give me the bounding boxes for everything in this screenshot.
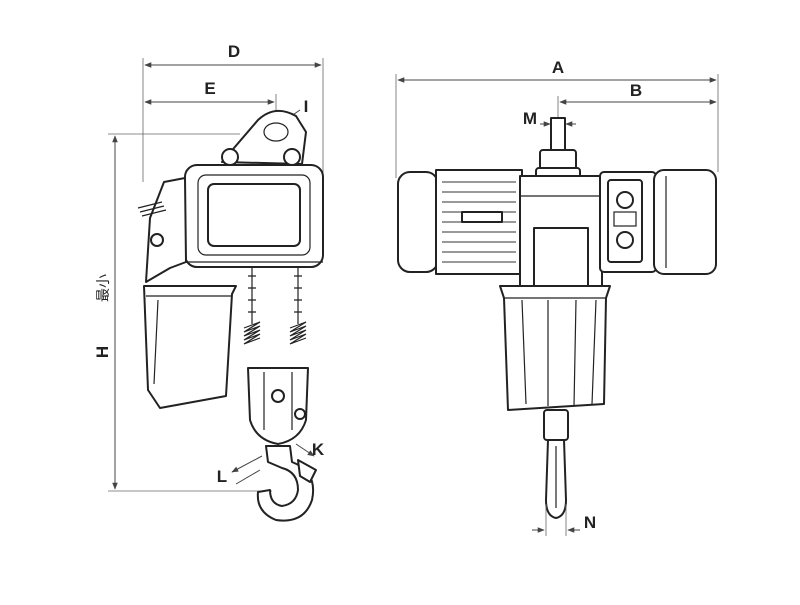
dimension-l: L — [217, 455, 263, 486]
load-chains — [248, 268, 302, 324]
suspension-lug — [221, 109, 307, 166]
side-cover — [137, 177, 187, 283]
chain-bucket — [143, 285, 237, 409]
dimension-b: B — [557, 81, 717, 124]
label-n: N — [584, 513, 596, 532]
label-a: A — [552, 58, 564, 77]
motor — [397, 169, 523, 275]
dimension-a: A — [395, 58, 719, 178]
gear-body — [519, 175, 603, 287]
label-k: K — [312, 440, 325, 459]
dimension-n: N — [532, 504, 596, 536]
load-hook — [256, 445, 317, 522]
label-h-note: 最小 — [95, 274, 111, 302]
front-view: A B M — [395, 58, 719, 536]
label-m: M — [523, 109, 537, 128]
dimension-k: K — [295, 440, 325, 459]
front-hook — [543, 409, 569, 519]
dimension-h: H 最小 — [93, 133, 272, 492]
side-view: D E I H 最小 — [93, 42, 325, 522]
label-i: I — [304, 97, 309, 116]
hook-block — [247, 367, 309, 445]
label-l: L — [217, 467, 227, 486]
label-e: E — [204, 79, 215, 98]
front-chain-bucket — [499, 285, 611, 411]
chain-springs — [243, 321, 307, 345]
brake-cover — [653, 169, 717, 275]
control-box — [599, 171, 657, 273]
hoist-housing — [184, 164, 324, 268]
dimension-e: E — [144, 79, 277, 120]
label-h: H — [93, 346, 112, 358]
dimension-d: D — [142, 42, 324, 182]
label-d: D — [228, 42, 240, 61]
dimension-m: M — [523, 109, 576, 128]
label-b: B — [630, 81, 642, 100]
